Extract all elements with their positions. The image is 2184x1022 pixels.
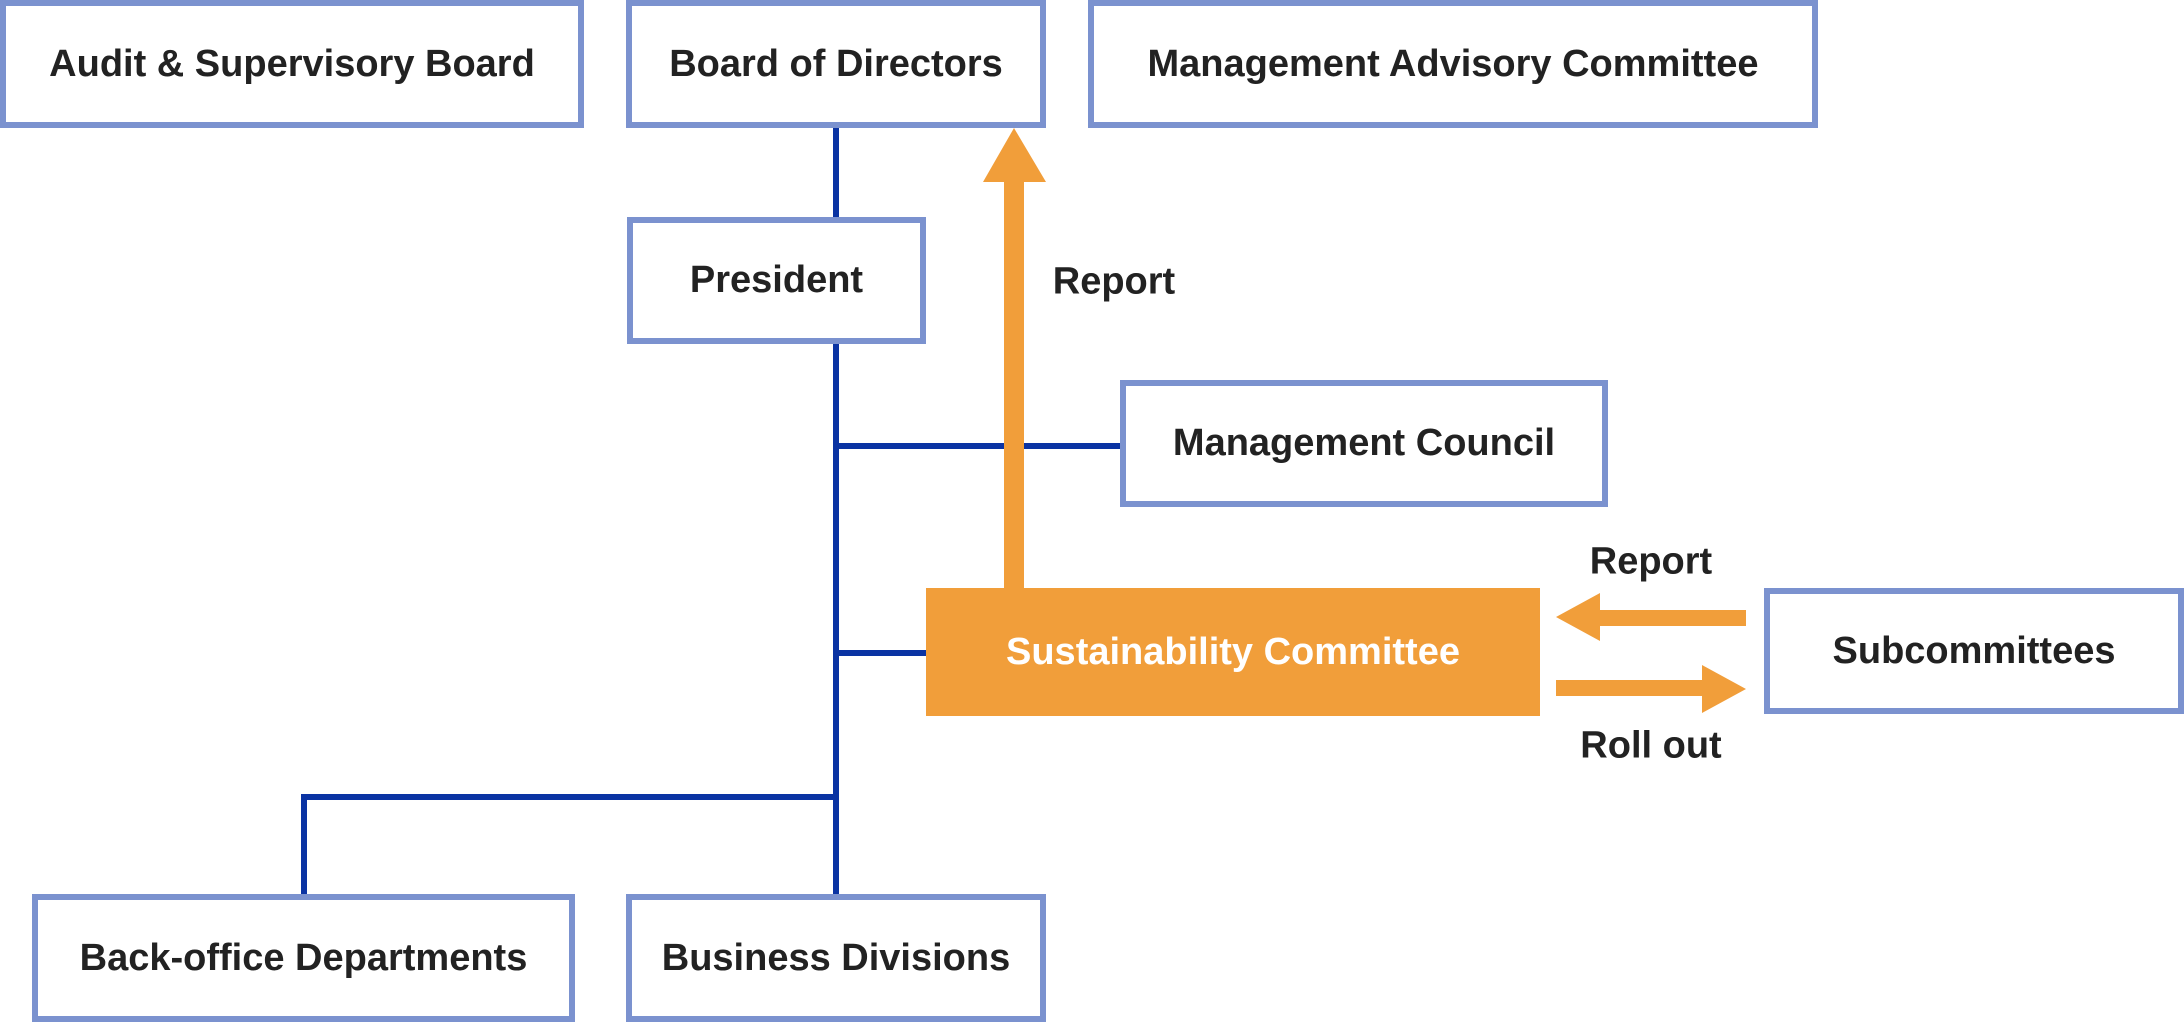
back-office-departments-label: Back-office Departments [79, 936, 528, 979]
audit-supervisory-board-box: Audit & Supervisory Board [0, 0, 584, 128]
sustainability-committee-box: Sustainability Committee [926, 588, 1540, 716]
report-to-board-label: Report [1052, 260, 1176, 303]
management-advisory-committee-box: Management Advisory Committee [1088, 0, 1818, 128]
business-divisions-label: Business Divisions [661, 936, 1011, 979]
report-up-arrow-icon [983, 128, 1046, 589]
sustainability-committee-label: Sustainability Committee [1006, 630, 1460, 673]
connector-back-office-drop [301, 794, 307, 895]
audit-supervisory-board-label: Audit & Supervisory Board [49, 42, 535, 85]
connector-management-council [833, 443, 1121, 449]
connector-back-office-branch [301, 794, 839, 800]
roll-out-right-arrow-icon [1556, 665, 1746, 713]
business-divisions-box: Business Divisions [626, 894, 1046, 1022]
president-label: President [689, 259, 864, 301]
management-council-label: Management Council [1172, 422, 1556, 464]
report-from-subcommittees-label: Report [1589, 540, 1713, 583]
connector-president-trunk [833, 343, 839, 895]
roll-out-label: Roll out [1580, 724, 1722, 767]
subcommittees-label: Subcommittees [1832, 629, 2116, 672]
management-advisory-committee-label: Management Advisory Committee [1147, 42, 1759, 85]
report-left-arrow-icon [1556, 593, 1746, 641]
connector-board-president [833, 128, 839, 218]
president-box: President [627, 217, 926, 344]
board-of-directors-box: Board of Directors [626, 0, 1046, 128]
management-council-box: Management Council [1120, 380, 1608, 507]
connector-sustainability-committee [833, 650, 927, 656]
back-office-departments-box: Back-office Departments [32, 894, 575, 1022]
board-of-directors-label: Board of Directors [669, 42, 1003, 85]
subcommittees-box: Subcommittees [1764, 588, 2184, 714]
